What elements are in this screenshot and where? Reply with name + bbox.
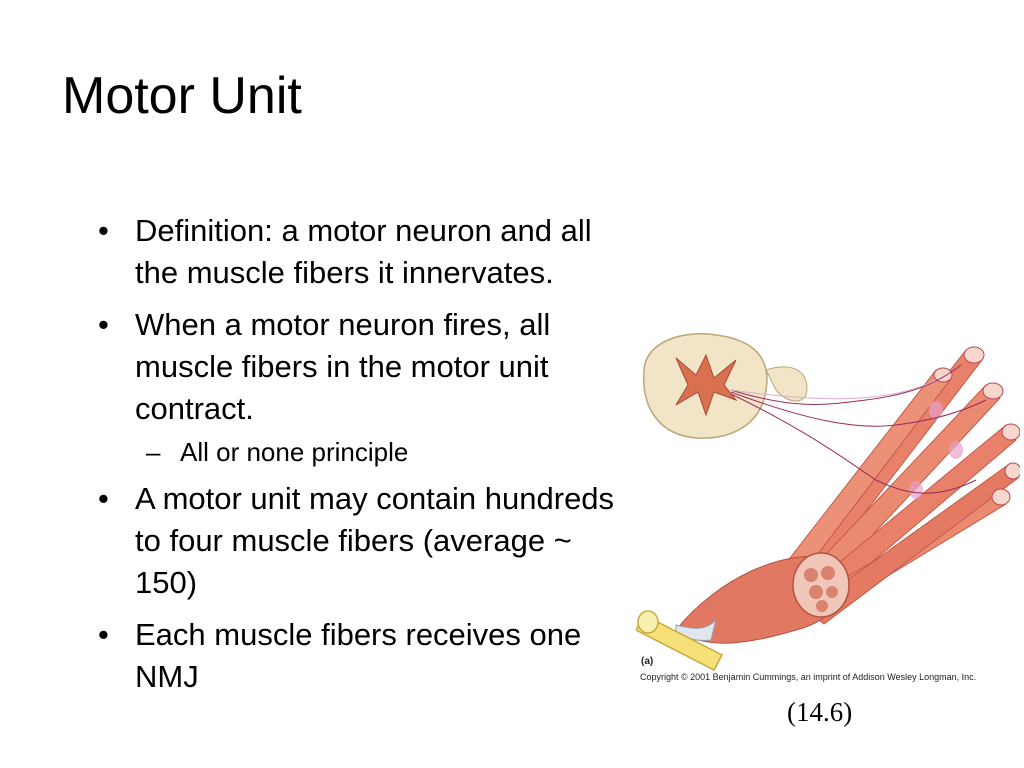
bullet-item: A motor unit may contain hundreds to fou… [98,478,638,604]
spinal-cord [642,333,808,439]
figure-label: (a) [641,656,654,667]
muscle-fibers [775,346,1020,625]
bullet-item: Each muscle fibers receives one NMJ [98,614,638,698]
bullet-text: Definition: a motor neuron and all the m… [135,213,592,290]
bullet-item: When a motor neuron fires, all muscle fi… [98,304,638,430]
sub-bullet-marker: – [146,437,161,467]
figure-reference: (14.6) [787,697,853,727]
slide-title: Motor Unit [62,67,302,125]
sub-bullet-text: All or none principle [180,437,409,467]
motor-unit-illustration [636,333,1020,672]
muscle-belly [675,552,850,644]
bullet-list: Definition: a motor neuron and all the m… [98,210,638,708]
bullet-text: A motor unit may contain hundreds to fou… [135,481,615,600]
bullet-text: When a motor neuron fires, all muscle fi… [135,307,551,426]
figure-copyright: Copyright © 2001 Benjamin Cummings, an i… [640,672,977,682]
sub-bullet-item: –All or none principle [98,434,638,470]
tendon-bone [636,610,724,672]
bullet-item: Definition: a motor neuron and all the m… [98,210,638,294]
bullet-text: Each muscle fibers receives one NMJ [135,617,582,694]
motor-neuron-axons [730,364,987,494]
